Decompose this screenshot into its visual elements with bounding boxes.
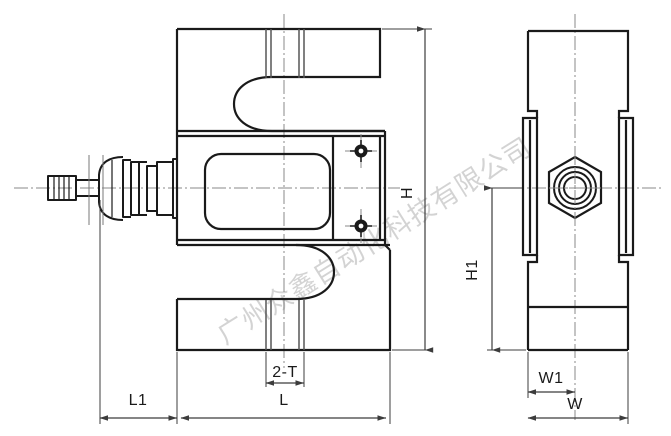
- upper-screw-center-dot: [358, 148, 364, 154]
- dimension-H: H: [382, 26, 434, 353]
- gland-collar-1: [156, 161, 173, 216]
- dimension-2T: 2-T: [265, 352, 305, 387]
- lower-s-slot-curve: [177, 243, 336, 301]
- gland-base-flange: [172, 158, 177, 219]
- side-body-outline: [521, 29, 635, 352]
- lower-screw-center-dot: [358, 223, 364, 229]
- lower-mounting-screw: [345, 209, 377, 243]
- dimension-label-L: L: [279, 392, 288, 409]
- dimension-W1: W1: [527, 352, 575, 398]
- center-strain-gauge-window: [203, 152, 332, 231]
- gland-bulb-body: [98, 156, 124, 221]
- dimension-label-H: H: [399, 187, 416, 199]
- bottom-flange-edge: [175, 250, 392, 352]
- cable-end-outline: [47, 175, 77, 201]
- dimension-H1: H1: [464, 185, 526, 353]
- upper-thread-hidden-lines: [265, 29, 305, 78]
- hex-nut: [547, 152, 603, 224]
- dimension-label-2T: 2-T: [272, 364, 298, 381]
- dimension-label-H1: H1: [464, 259, 481, 280]
- dimension-label-L1: L1: [129, 392, 148, 409]
- gland-collar-2: [146, 165, 157, 212]
- gland-collar-4: [130, 161, 139, 216]
- side-view: [488, 14, 662, 420]
- lower-thread-hidden-lines: [265, 300, 305, 350]
- upper-mounting-screw: [345, 134, 377, 168]
- upper-s-slot-curve: [232, 75, 385, 133]
- body-secondary-edges: [379, 29, 386, 136]
- dimension-W: W: [527, 352, 629, 424]
- front-center-lines: [14, 14, 400, 368]
- cable-end-ribs: [53, 176, 70, 200]
- dimension-L1: L1: [99, 200, 178, 424]
- front-view: [14, 14, 400, 368]
- gland-reference-lines: [88, 155, 104, 225]
- dimension-L: L: [180, 352, 391, 424]
- cable-gland-connector: [47, 156, 177, 221]
- side-top-block: [528, 29, 630, 118]
- gland-collar-3: [138, 161, 147, 216]
- strain-gauge-window-outline: [203, 152, 332, 231]
- dimension-label-W1: W1: [539, 370, 564, 387]
- side-top-block-left: [526, 31, 539, 118]
- dimension-label-W: W: [567, 396, 583, 413]
- side-right-channel: [617, 116, 635, 257]
- thread-hidden-lines: [265, 29, 305, 350]
- s-beam-body-outline: [175, 27, 392, 352]
- gland-collar-5: [122, 159, 131, 218]
- mounting-screws: [345, 134, 377, 243]
